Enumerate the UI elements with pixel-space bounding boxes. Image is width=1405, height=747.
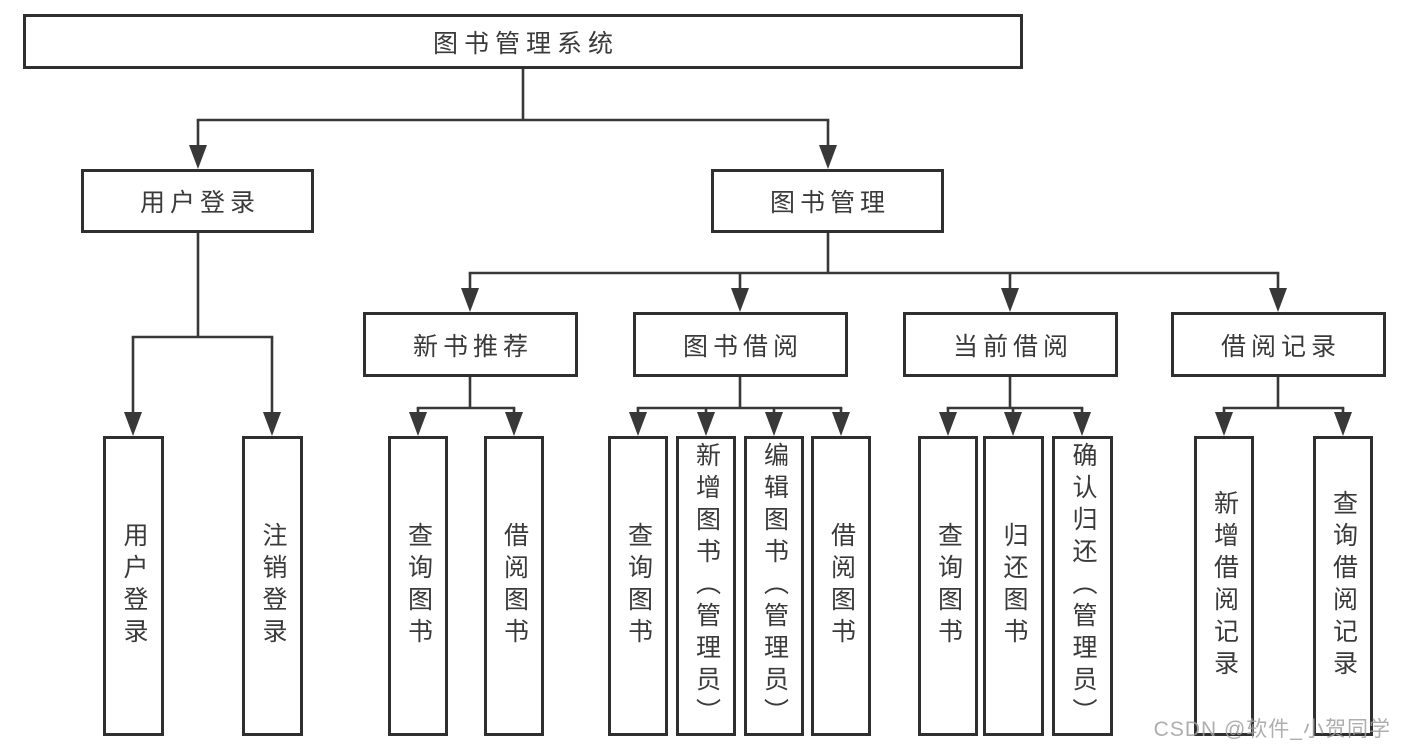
leaf-borrowing-add-book-admin: 新增图书（管理员） (676, 436, 736, 736)
leaf-borrowing-borrow-book: 借阅图书 (811, 436, 871, 736)
node-book-borrowing: 图书借阅 (633, 312, 848, 377)
node-root-system: 图书管理系统 (23, 14, 1023, 69)
node-current-borrowing: 当前借阅 (903, 312, 1118, 377)
leaf-recommend-borrow-book: 借阅图书 (484, 436, 544, 736)
leaf-logout: 注销登录 (242, 436, 303, 736)
node-borrow-records: 借阅记录 (1171, 312, 1386, 377)
node-user-login-branch: 用户登录 (81, 169, 314, 233)
leaf-user-login: 用户登录 (103, 436, 164, 736)
node-new-book-recommend: 新书推荐 (363, 312, 578, 377)
leaf-current-return-book: 归还图书 (983, 436, 1044, 736)
leaf-records-query-record: 查询借阅记录 (1313, 436, 1373, 736)
leaf-recommend-query-book: 查询图书 (388, 436, 448, 736)
node-book-management-branch: 图书管理 (711, 169, 944, 233)
leaf-borrowing-query-book: 查询图书 (608, 436, 668, 736)
leaf-borrowing-edit-book-admin: 编辑图书（管理员） (744, 436, 804, 736)
leaf-current-query-book: 查询图书 (918, 436, 978, 736)
leaf-current-confirm-return-admin: 确认归还（管理员） (1052, 436, 1113, 736)
csdn-watermark: CSDN @软件_小贺同学 (1153, 718, 1391, 741)
leaf-records-add-record: 新增借阅记录 (1194, 436, 1254, 736)
